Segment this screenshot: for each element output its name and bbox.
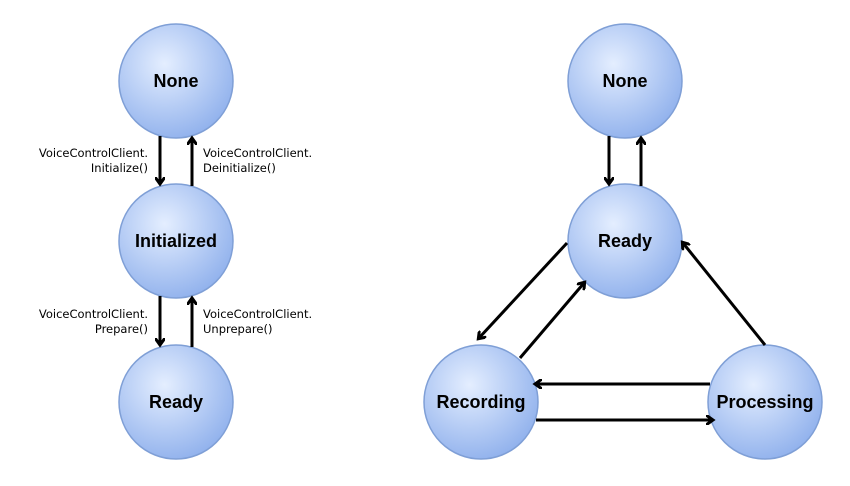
left-node-ready: Ready — [118, 344, 234, 460]
left-node-ready-label: Ready — [149, 392, 203, 412]
edge-label-unprepare: VoiceControlClient. Unprepare() — [203, 307, 312, 336]
svg-text:VoiceControlClient.: VoiceControlClient. — [39, 146, 148, 160]
svg-text:VoiceControlClient.: VoiceControlClient. — [203, 146, 312, 160]
arrow-recording-to-ready — [518, 283, 584, 359]
right-node-processing: Processing — [707, 344, 823, 460]
arrow-processing-to-ready — [683, 243, 767, 346]
left-node-none-label: None — [154, 71, 199, 91]
svg-text:Deinitialize(): Deinitialize() — [203, 161, 276, 175]
right-node-ready: Ready — [567, 183, 683, 299]
svg-text:VoiceControlClient.: VoiceControlClient. — [39, 307, 148, 321]
right-node-none-label: None — [603, 71, 648, 91]
svg-text:Prepare(): Prepare() — [95, 322, 148, 336]
left-node-none: None — [118, 23, 234, 139]
arrow-ready-to-recording — [479, 241, 569, 338]
svg-text:Initialize(): Initialize() — [91, 161, 148, 175]
right-node-recording: Recording — [423, 344, 539, 460]
right-node-ready-label: Ready — [598, 231, 652, 251]
left-state-diagram: None Initialized Ready VoiceControlClien… — [39, 23, 312, 460]
svg-text:VoiceControlClient.: VoiceControlClient. — [203, 307, 312, 321]
edge-label-prepare: VoiceControlClient. Prepare() — [39, 307, 148, 336]
edge-label-deinitialize: VoiceControlClient. Deinitialize() — [203, 146, 312, 175]
right-node-none: None — [567, 23, 683, 139]
right-node-recording-label: Recording — [436, 392, 525, 412]
edge-label-initialize: VoiceControlClient. Initialize() — [39, 146, 148, 175]
left-node-initialized: Initialized — [118, 183, 234, 299]
right-node-processing-label: Processing — [716, 392, 813, 412]
svg-text:Unprepare(): Unprepare() — [203, 322, 272, 336]
left-node-initialized-label: Initialized — [135, 231, 217, 251]
right-state-diagram: None Ready Recording Processing — [423, 23, 823, 460]
